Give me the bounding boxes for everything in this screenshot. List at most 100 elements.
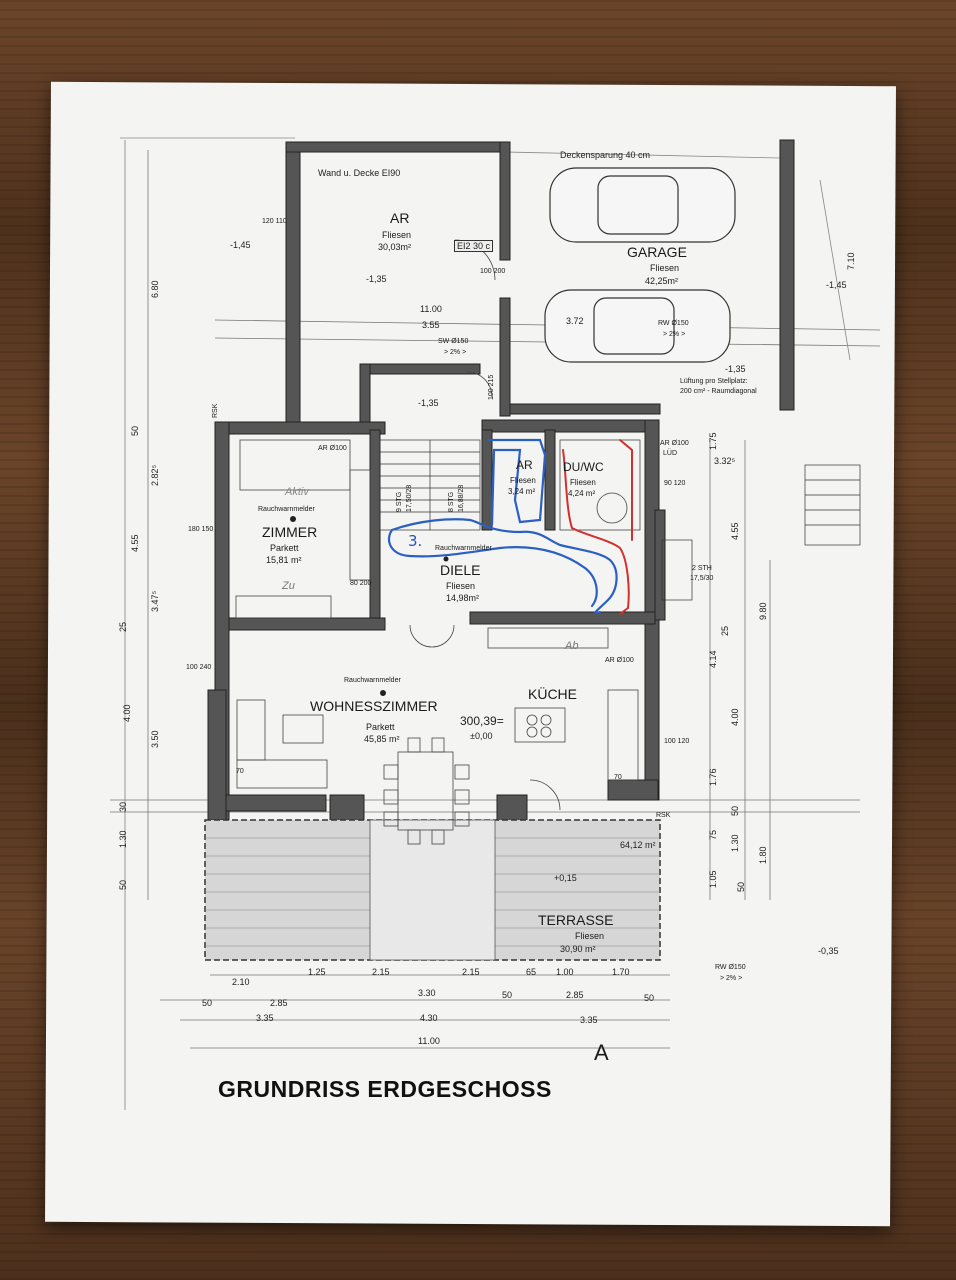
note-wand-decke: Wand u. Decke EI90 [318, 168, 401, 178]
dim-right-105: 1.05 [708, 870, 718, 888]
dim-right-455: 4.55 [730, 522, 740, 540]
note-rw: RW Ø150 [658, 320, 689, 327]
room-zimmer-name: ZIMMER [262, 524, 318, 540]
dim-door-80-200: 80 200 [350, 580, 372, 587]
dim-window-90-120: 90 120 [664, 480, 686, 487]
dim-right-980: 9.80 [758, 602, 768, 620]
dim-b3-0: 3.35 [256, 1013, 274, 1023]
room-ar-top-finish: Fliesen [382, 230, 412, 240]
note-ar-lud-2: AR Ø100 [660, 440, 689, 447]
room-diele-name: DIELE [440, 562, 481, 578]
dim-top-372: 3.72 [566, 316, 584, 326]
dim-b2-1: 2.85 [270, 998, 288, 1008]
room-duwc-area: 4,24 m² [568, 489, 596, 498]
dim-left-350: 3.50 [150, 730, 160, 748]
hand-note-3: 3. [408, 532, 423, 550]
room-zimmer-area: 15,81 m² [266, 555, 302, 565]
dim-left-282: 2.82⁵ [150, 464, 160, 486]
dim-door-100-200: 100 200 [480, 268, 506, 275]
note-rsk-1: RSK [212, 403, 219, 418]
note-elev-m135: -1,35 [366, 274, 387, 284]
room-duwc-name: DU/WC [563, 460, 604, 474]
note-elev-p015: +0,15 [554, 873, 577, 883]
dim-right-50: 50 [730, 805, 740, 816]
note-lueftung-1: Lüftung pro Stellplatz: [680, 378, 748, 385]
room-kueche-name: KÜCHE [528, 686, 578, 702]
dim-left-50: 50 [130, 425, 140, 436]
room-wohnzimmer-finish: Parkett [366, 722, 395, 732]
dim-right-130: 1.30 [730, 834, 740, 852]
dim-top-11: 11.00 [420, 304, 442, 314]
room-wohnzimmer-area: 45,85 m² [364, 734, 400, 744]
note-slope-3: > 2% > [720, 975, 743, 982]
note-lueftung-2: 200 cm² - Raumdiagonal [680, 388, 757, 395]
dim-left-30: 30 [118, 801, 128, 812]
dim-b1-5: 1.00 [556, 967, 574, 977]
room-terrasse-finish: Fliesen [575, 931, 605, 941]
dim-b2-4: 2.85 [566, 990, 584, 1000]
room-terrasse-area: 30,90 m² [560, 944, 596, 954]
note-sth: 2 STH [692, 565, 712, 572]
dim-b1-4: 65 [526, 967, 537, 977]
dim-window-180-150: 180 150 [188, 526, 214, 533]
dim-b3-1: 4.30 [420, 1013, 438, 1023]
note-elev-m135c: -1,35 [725, 364, 746, 374]
note-elev-zero: ±0,00 [470, 731, 493, 741]
hand-note-zu: Zu [282, 580, 295, 592]
dim-b1-6: 1.70 [612, 967, 630, 977]
note-ei2: EI2 30 c [454, 240, 494, 252]
room-garage-finish: Fliesen [650, 263, 680, 273]
dim-70-left: 70 [236, 768, 244, 775]
room-wohnzimmer-name: WOHNESSZIMMER [310, 698, 438, 714]
note-lud: LÜD [663, 450, 678, 457]
section-marker: A [594, 1040, 609, 1065]
dim-window-100-240: 100 240 [186, 664, 212, 671]
dim-right-180: 1.80 [758, 846, 768, 864]
dim-right-50b: 50 [736, 881, 746, 892]
note-rsk-2: RSK [656, 812, 671, 819]
room-terrasse-name: TERRASSE [538, 912, 614, 928]
dim-door-100-215: 100 215 [488, 374, 495, 400]
dim-left-347: 3.47⁵ [150, 590, 160, 612]
note-slope-1: > 2% > [444, 349, 467, 356]
note-stg-1b: 17,50/28 [406, 484, 413, 512]
dim-b4: 11.00 [418, 1036, 440, 1046]
dim-right-414: 4.14 [708, 650, 718, 668]
note-sth-b: 17,5/30 [690, 575, 714, 582]
room-ar-small-area: 3,24 m² [508, 487, 536, 496]
note-elev-m145: -1,45 [230, 240, 251, 250]
dim-left-130: 1.30 [118, 830, 128, 848]
note-stg-2b: 16,88/28 [458, 484, 465, 512]
room-zimmer-finish: Parkett [270, 543, 299, 553]
dim-left-680: 6.80 [150, 280, 160, 298]
note-deckensparung: Deckensparung 40 cm [560, 150, 651, 160]
note-ar-lud-3: AR Ø100 [605, 657, 634, 664]
note-stg-1: 9 STG [396, 491, 403, 512]
room-garage-area: 42,25m² [645, 276, 679, 286]
room-diele-finish: Fliesen [446, 581, 476, 591]
hand-note-ab: Ab [565, 640, 579, 652]
dim-left-400: 4.00 [122, 704, 132, 722]
dim-window-100-120: 100 120 [664, 738, 690, 745]
dim-b1-2: 2.15 [372, 967, 390, 977]
note-rauchmelder-wohn: Rauchwarnmelder [344, 677, 401, 684]
note-ar-lud-1: AR Ø100 [318, 445, 347, 452]
note-rauchmelder-zimmer: Rauchwarnmelder [258, 506, 315, 513]
dim-top-355: 3.55 [422, 320, 440, 330]
dim-right-400: 4.00 [730, 708, 740, 726]
note-sw: SW Ø150 [438, 338, 469, 345]
dim-70-right: 70 [614, 774, 622, 781]
room-ar-small-name: AR [516, 458, 533, 472]
room-ar-small-finish: Fliesen [510, 476, 536, 485]
dim-left-50b: 50 [118, 879, 128, 890]
dim-right-175: 1.75 [708, 432, 718, 450]
room-ar-top-name: AR [390, 210, 410, 226]
room-diele-area: 14,98m² [446, 593, 480, 603]
note-stg-2: 8 STG [448, 491, 455, 512]
dim-right-25: 25 [720, 625, 730, 636]
dim-b2-2: 3.30 [418, 988, 436, 998]
note-elev-m035: -0,35 [818, 946, 839, 956]
dim-left-25: 25 [118, 621, 128, 632]
note-elev-main: 300,39= [460, 714, 504, 728]
